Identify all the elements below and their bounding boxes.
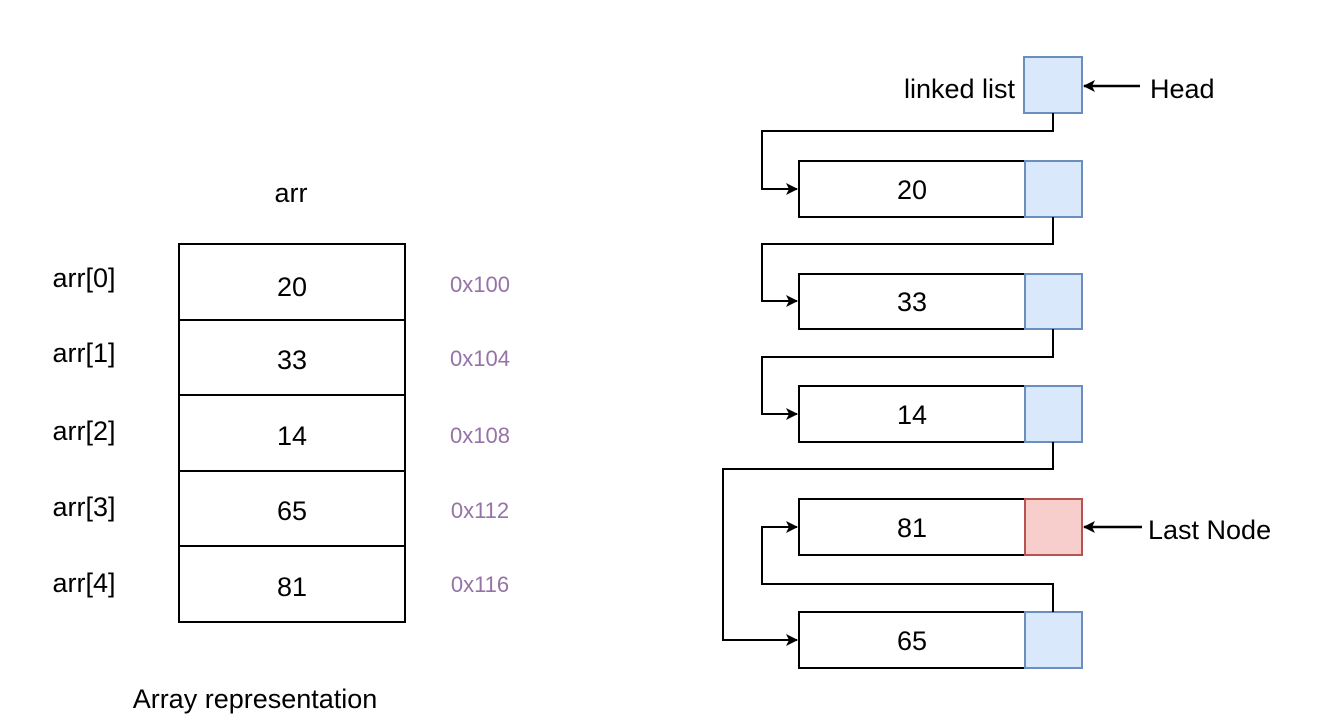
array-cell (178, 394, 406, 472)
array-cell (178, 470, 406, 547)
array-address: 0x116 (451, 572, 509, 597)
array-index-label: arr[2] (52, 416, 115, 446)
node-pointer-cell (1024, 385, 1083, 443)
last-node-pointer-cell (1024, 498, 1083, 556)
array-row: arr[1] 33 0x104 (52, 319, 510, 396)
array-cell-value: 20 (277, 272, 307, 302)
connector-arrow (761, 217, 1054, 307)
node-pointer-cell (1024, 160, 1083, 218)
linked-list-title: linked list (904, 74, 1016, 104)
array-row: arr[2] 14 0x108 (52, 394, 510, 472)
connector-arrow (761, 521, 1054, 612)
node-pointer-cell (1024, 273, 1083, 330)
linked-list-node: 81 (798, 498, 1083, 556)
connector-arrow (761, 113, 1054, 195)
array-row: arr[3] 65 0x112 (52, 470, 509, 547)
array-row: arr[4] 81 0x116 (52, 545, 509, 623)
node-pointer-cell (1024, 611, 1083, 669)
node-value: 20 (897, 175, 927, 205)
linked-list-section: linked list Head 20 33 14 81 Last No (722, 56, 1271, 669)
array-address: 0x104 (450, 346, 510, 371)
array-cell (178, 243, 406, 321)
connector-arrow (722, 442, 1054, 646)
last-node-label: Last Node (1148, 515, 1271, 545)
head-label: Head (1150, 74, 1215, 104)
array-index-label: arr[4] (52, 568, 115, 598)
array-caption: Array representation (133, 684, 378, 714)
node-value: 14 (897, 400, 927, 430)
array-address: 0x100 (450, 272, 510, 297)
array-row: arr[0] 20 0x100 (52, 243, 510, 321)
array-cell-value: 14 (277, 421, 307, 451)
linked-list-node: 65 (798, 611, 1083, 669)
node-value: 81 (897, 513, 927, 543)
array-cell-value: 33 (277, 345, 307, 375)
node-data-cell (798, 498, 1026, 556)
array-section: arr arr[0] 20 0x100 arr[1] 33 0x104 arr[… (52, 178, 509, 714)
node-data-cell (798, 611, 1026, 669)
linked-list-node: 33 (798, 273, 1083, 330)
node-value: 65 (897, 626, 927, 656)
connector-arrow (761, 329, 1054, 420)
array-index-label: arr[1] (52, 338, 115, 368)
linked-list-node: 14 (798, 385, 1083, 443)
array-index-label: arr[0] (52, 263, 115, 293)
head-pointer-box (1023, 56, 1083, 114)
array-cell (178, 545, 406, 623)
array-address: 0x112 (451, 498, 509, 523)
array-cell (178, 319, 406, 396)
array-cell-value: 81 (277, 572, 307, 602)
node-data-cell (798, 160, 1026, 218)
array-address: 0x108 (450, 423, 510, 448)
linked-list-node: 20 (798, 160, 1083, 218)
node-value: 33 (897, 287, 927, 317)
array-index-label: arr[3] (52, 492, 115, 522)
array-title: arr (275, 178, 308, 208)
array-cell-value: 65 (277, 496, 307, 526)
